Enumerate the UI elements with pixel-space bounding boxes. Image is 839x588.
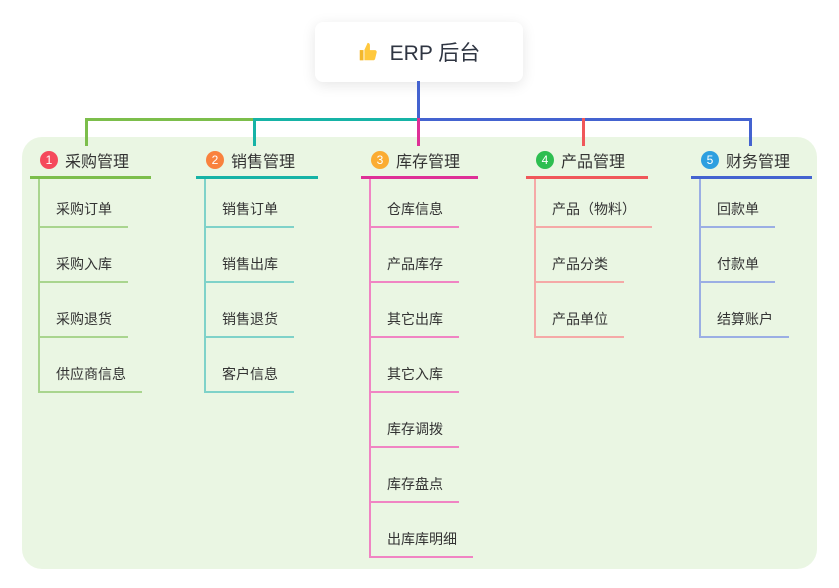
- mindmap-node[interactable]: 产品分类: [534, 254, 624, 283]
- child-row: 客户信息: [204, 338, 294, 393]
- mindmap-node[interactable]: 产品（物料）: [534, 199, 652, 228]
- branch-number-badge: 4: [536, 150, 554, 169]
- connector-bus-mid: [254, 118, 418, 121]
- child-row: 仓库信息: [369, 173, 473, 228]
- connector-drop-purchase: [85, 118, 88, 146]
- child-row: 销售订单: [204, 173, 294, 228]
- branch-header-inventory[interactable]: 3 库存管理: [361, 146, 478, 179]
- child-row: 采购退货: [38, 283, 142, 338]
- mindmap-node[interactable]: 其它入库: [369, 364, 459, 393]
- child-row: 产品（物料）: [534, 173, 652, 228]
- child-row: 回款单: [699, 173, 789, 228]
- mindmap-node[interactable]: 回款单: [699, 199, 775, 228]
- mindmap-node[interactable]: 采购入库: [38, 254, 128, 283]
- mindmap-node[interactable]: 结算账户: [699, 309, 789, 338]
- branch-number-badge: 3: [371, 150, 389, 169]
- child-row: 产品分类: [534, 228, 652, 283]
- root-title: ERP 后台: [389, 42, 481, 65]
- child-row: 出库库明细: [369, 503, 473, 558]
- child-row: 库存调拨: [369, 393, 473, 448]
- mindmap-node[interactable]: 付款单: [699, 254, 775, 283]
- branch-tree-line-inventory: [369, 179, 371, 558]
- branches-background-panel: [22, 137, 817, 569]
- connector-drop-inventory: [417, 118, 420, 146]
- branch-label: 销售管理: [231, 153, 296, 171]
- branch-tree-line-purchase: [38, 179, 40, 393]
- branch-tree-line-finance: [699, 179, 701, 338]
- child-row: 其它入库: [369, 338, 473, 393]
- branch-number-badge: 2: [206, 150, 224, 169]
- branch-header-sales[interactable]: 2 销售管理: [196, 146, 318, 179]
- mindmap-node[interactable]: 库存调拨: [369, 419, 459, 448]
- mindmap-node[interactable]: 产品库存: [369, 254, 459, 283]
- branch-children-sales: 销售订单 销售出库 销售退货 客户信息: [204, 173, 294, 393]
- connector-bus-left: [86, 118, 256, 121]
- branch-header-finance[interactable]: 5 财务管理: [691, 146, 812, 179]
- child-row: 产品单位: [534, 283, 652, 338]
- child-row: 库存盘点: [369, 448, 473, 503]
- root-node-erp[interactable]: ERP 后台: [315, 22, 523, 82]
- child-row: 销售退货: [204, 283, 294, 338]
- connector-drop-sales: [253, 118, 256, 146]
- child-row: 其它出库: [369, 283, 473, 338]
- child-row: 供应商信息: [38, 338, 142, 393]
- branch-label: 采购管理: [65, 153, 130, 171]
- child-row: 产品库存: [369, 228, 473, 283]
- branch-number-badge: 5: [701, 150, 719, 169]
- branch-label: 库存管理: [396, 153, 461, 171]
- connector-root-stem: [417, 81, 420, 119]
- mindmap-node[interactable]: 销售出库: [204, 254, 294, 283]
- branch-children-finance: 回款单 付款单 结算账户: [699, 173, 789, 338]
- branch-label: 财务管理: [726, 153, 791, 171]
- mindmap-node[interactable]: 客户信息: [204, 364, 294, 393]
- mindmap-node[interactable]: 销售退货: [204, 309, 294, 338]
- mindmap-node[interactable]: 仓库信息: [369, 199, 459, 228]
- mindmap-node[interactable]: 销售订单: [204, 199, 294, 228]
- branch-tree-line-sales: [204, 179, 206, 393]
- branch-header-product[interactable]: 4 产品管理: [526, 146, 648, 179]
- mindmap-node[interactable]: 产品单位: [534, 309, 624, 338]
- connector-bus-right: [418, 118, 752, 121]
- mindmap-node[interactable]: 库存盘点: [369, 474, 459, 503]
- branch-header-purchase[interactable]: 1 采购管理: [30, 146, 151, 179]
- branch-children-product: 产品（物料） 产品分类 产品单位: [534, 173, 652, 338]
- mindmap-node[interactable]: 其它出库: [369, 309, 459, 338]
- child-row: 结算账户: [699, 283, 789, 338]
- branch-children-inventory: 仓库信息 产品库存 其它出库 其它入库 库存调拨 库存盘点 出库库明细: [369, 173, 473, 558]
- branch-number-badge: 1: [40, 150, 58, 169]
- branch-tree-line-product: [534, 179, 536, 338]
- connector-drop-product: [582, 118, 585, 146]
- mindmap-node[interactable]: 采购退货: [38, 309, 128, 338]
- branch-label: 产品管理: [561, 153, 626, 171]
- branch-children-purchase: 采购订单 采购入库 采购退货 供应商信息: [38, 173, 142, 393]
- mindmap-node[interactable]: 采购订单: [38, 199, 128, 228]
- child-row: 采购订单: [38, 173, 142, 228]
- thumbs-up-icon: [359, 42, 377, 61]
- mindmap-node[interactable]: 供应商信息: [38, 364, 142, 393]
- child-row: 销售出库: [204, 228, 294, 283]
- child-row: 采购入库: [38, 228, 142, 283]
- connector-drop-finance: [749, 118, 752, 146]
- child-row: 付款单: [699, 228, 789, 283]
- mindmap-node[interactable]: 出库库明细: [369, 529, 473, 558]
